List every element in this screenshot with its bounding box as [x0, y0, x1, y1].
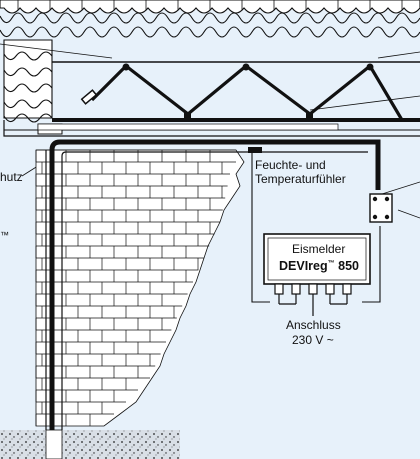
cable-clips: [122, 63, 374, 119]
leader-lines: [0, 43, 420, 219]
ground: [0, 430, 180, 459]
label-fragment-tm: ™: [0, 230, 9, 240]
controller-terminals: [274, 283, 352, 316]
sensor-element: [248, 147, 262, 153]
brick-wall: [35, 149, 245, 427]
controller-model: DEVIreg™ 850: [279, 257, 359, 273]
controller-model-number: 850: [334, 259, 359, 274]
label-power-line1: Anschluss: [286, 318, 341, 332]
roof-tiles: [0, 0, 420, 38]
sensor-wire: [251, 153, 381, 303]
soffit-bricks: [37, 123, 339, 131]
downpipe-base: [45, 429, 63, 459]
label-power-line2: 230 V ~: [292, 333, 334, 347]
downpipe: [45, 139, 381, 452]
label-fragment-schutz: hutz: [0, 170, 23, 184]
controller-model-main: DEVIreg: [279, 259, 328, 274]
controller-title: Eismelder: [292, 242, 346, 256]
cable-end-cap: [80, 89, 98, 105]
controller-model-tm: ™: [327, 260, 335, 267]
junction-box: [369, 193, 393, 223]
label-sensor-line2: Temperaturfühler: [255, 172, 346, 186]
eave-tiles: [3, 39, 53, 123]
heating-cable-zigzag: [90, 64, 404, 121]
controller-box: [263, 233, 371, 285]
label-sensor-line1: Feuchte- und: [255, 158, 326, 172]
